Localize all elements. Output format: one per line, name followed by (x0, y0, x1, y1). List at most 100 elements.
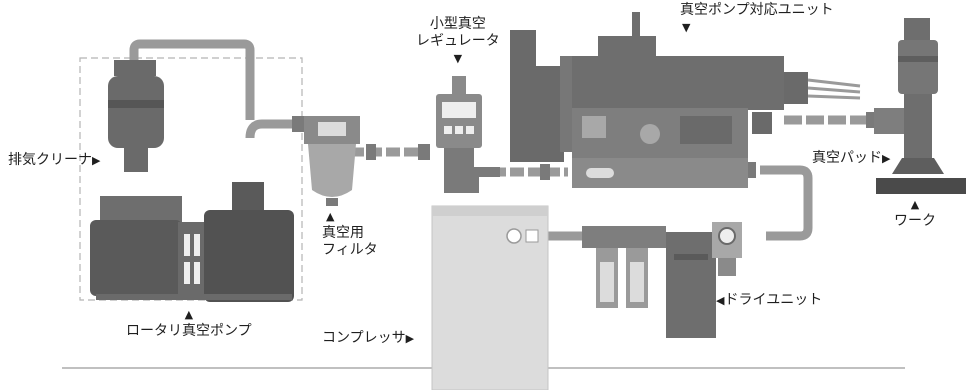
pad-top-nut (904, 18, 930, 40)
label-rotary-pump: ▲ ロータリ真空ポンプ (126, 306, 252, 340)
regulator-knob (452, 76, 466, 94)
fitting (366, 144, 376, 160)
unit-mid-panel (680, 116, 732, 144)
exhaust-cleaner (108, 60, 164, 172)
regulator-button (466, 126, 474, 134)
small-vacuum-regulator (436, 76, 500, 193)
vacuum-pad (892, 158, 944, 174)
filter-bowl (308, 144, 356, 197)
marker-right: ▶ (882, 152, 891, 165)
dryer-top (582, 226, 666, 248)
label-text: 真空ポンプ対応ユニット (680, 2, 834, 18)
marker-down: ▼ (682, 21, 691, 34)
label-dryer: ◀ドライユニット (716, 292, 822, 309)
marker-right: ▶ (92, 154, 101, 167)
marker-down: ▼ (453, 52, 463, 65)
label-text: ワーク (894, 213, 936, 229)
dryer-drain (718, 258, 736, 276)
pump-housing (204, 210, 294, 302)
fitting (418, 144, 430, 160)
pump-foot (96, 294, 292, 300)
pad-port (874, 108, 904, 134)
pump-fin-slot (184, 234, 190, 256)
label-text: 真空パッド (812, 150, 882, 166)
label-work: ▲ ワーク (894, 196, 936, 230)
marker-up: ▲ (184, 308, 194, 321)
rotary-vacuum-pump (90, 182, 294, 302)
pump-top-block (100, 196, 182, 222)
label-vacuum-filter: ▲ 真空用 フィルタ (322, 208, 378, 259)
pump-motor (90, 220, 182, 296)
unit-base-slot (586, 168, 614, 178)
label-regulator: 小型真空 レギュレータ ▼ (416, 16, 500, 67)
label-text: ドライユニット (724, 292, 823, 308)
unit-right-connector (784, 72, 808, 104)
dryer-gauge (718, 227, 736, 245)
unit-side-block (510, 66, 564, 162)
dryer-bowl-inner (630, 262, 644, 302)
unit-right-fitting (752, 112, 772, 134)
regulator-button (444, 126, 452, 134)
vacuum-pad-assembly (874, 18, 944, 174)
exhaust-cleaner-outlet (124, 148, 148, 172)
label-text-line2: フィルタ (322, 242, 378, 258)
label-text-line2: レギュレータ (416, 33, 500, 49)
dryer-bowl-inner (600, 262, 614, 302)
vacuum-filter (304, 116, 360, 206)
fitting (866, 112, 876, 128)
dryer-window (674, 254, 708, 260)
pump-fins (178, 222, 204, 294)
compressor-switch (525, 229, 539, 243)
unit-main-body (572, 56, 784, 110)
fitting (292, 116, 304, 132)
pad-spring-body (898, 40, 938, 94)
label-vacuum-pad: 真空パッド▶ (812, 150, 890, 167)
marker-left: ◀ (716, 294, 725, 307)
regulator-display (442, 102, 476, 118)
pad-band (898, 56, 938, 62)
pipe-pump-to-filter (245, 119, 304, 139)
dryer-unit (582, 222, 742, 338)
regulator-button (455, 126, 463, 134)
exhaust-cleaner-band (108, 100, 164, 108)
label-text: コンプレッサ (322, 330, 406, 346)
pump-fin-slot (184, 262, 190, 284)
pipe-exhaust-loop (129, 39, 255, 120)
label-pump-unit: 真空ポンプ対応ユニット ▼ (680, 2, 834, 36)
compressor (431, 205, 549, 390)
dryer-main-body (666, 232, 716, 338)
compressor-top-edge (432, 206, 548, 216)
pad-stem (904, 94, 932, 158)
exhaust-cleaner-body (108, 76, 164, 148)
compressor-gauge (506, 228, 522, 244)
filter-head-label (318, 122, 346, 136)
work-plate (876, 178, 966, 194)
label-compressor: コンプレッサ▶ (322, 330, 414, 347)
piping (129, 39, 872, 241)
fitting (540, 164, 550, 180)
label-text-line1: 小型真空 (429, 16, 486, 32)
pump-fin-slot (194, 262, 200, 284)
unit-cables (807, 78, 861, 100)
regulator-elbow (444, 167, 500, 193)
pipe-fittings (292, 112, 876, 180)
label-exhaust-cleaner: 排気クリーナ▶ (8, 152, 100, 169)
label-text-line1: 真空用 (322, 225, 364, 241)
exhaust-cleaner-cap (114, 60, 156, 76)
marker-up: ▲ (910, 198, 920, 211)
pipe-unit-return (760, 165, 813, 241)
label-text: 排気クリーナ (8, 152, 92, 168)
unit-gauge (640, 124, 660, 144)
marker-up: ▲ (326, 210, 335, 223)
unit-mid-inset (582, 116, 606, 138)
vacuum-pump-unit (510, 12, 861, 188)
label-text: ロータリ真空ポンプ (126, 323, 252, 339)
pump-head (232, 182, 264, 212)
filter-drain (326, 198, 338, 206)
marker-right: ▶ (405, 332, 415, 345)
unit-top-stem (632, 12, 640, 38)
unit-solenoid (510, 30, 536, 70)
pump-fin-slot (194, 234, 200, 256)
